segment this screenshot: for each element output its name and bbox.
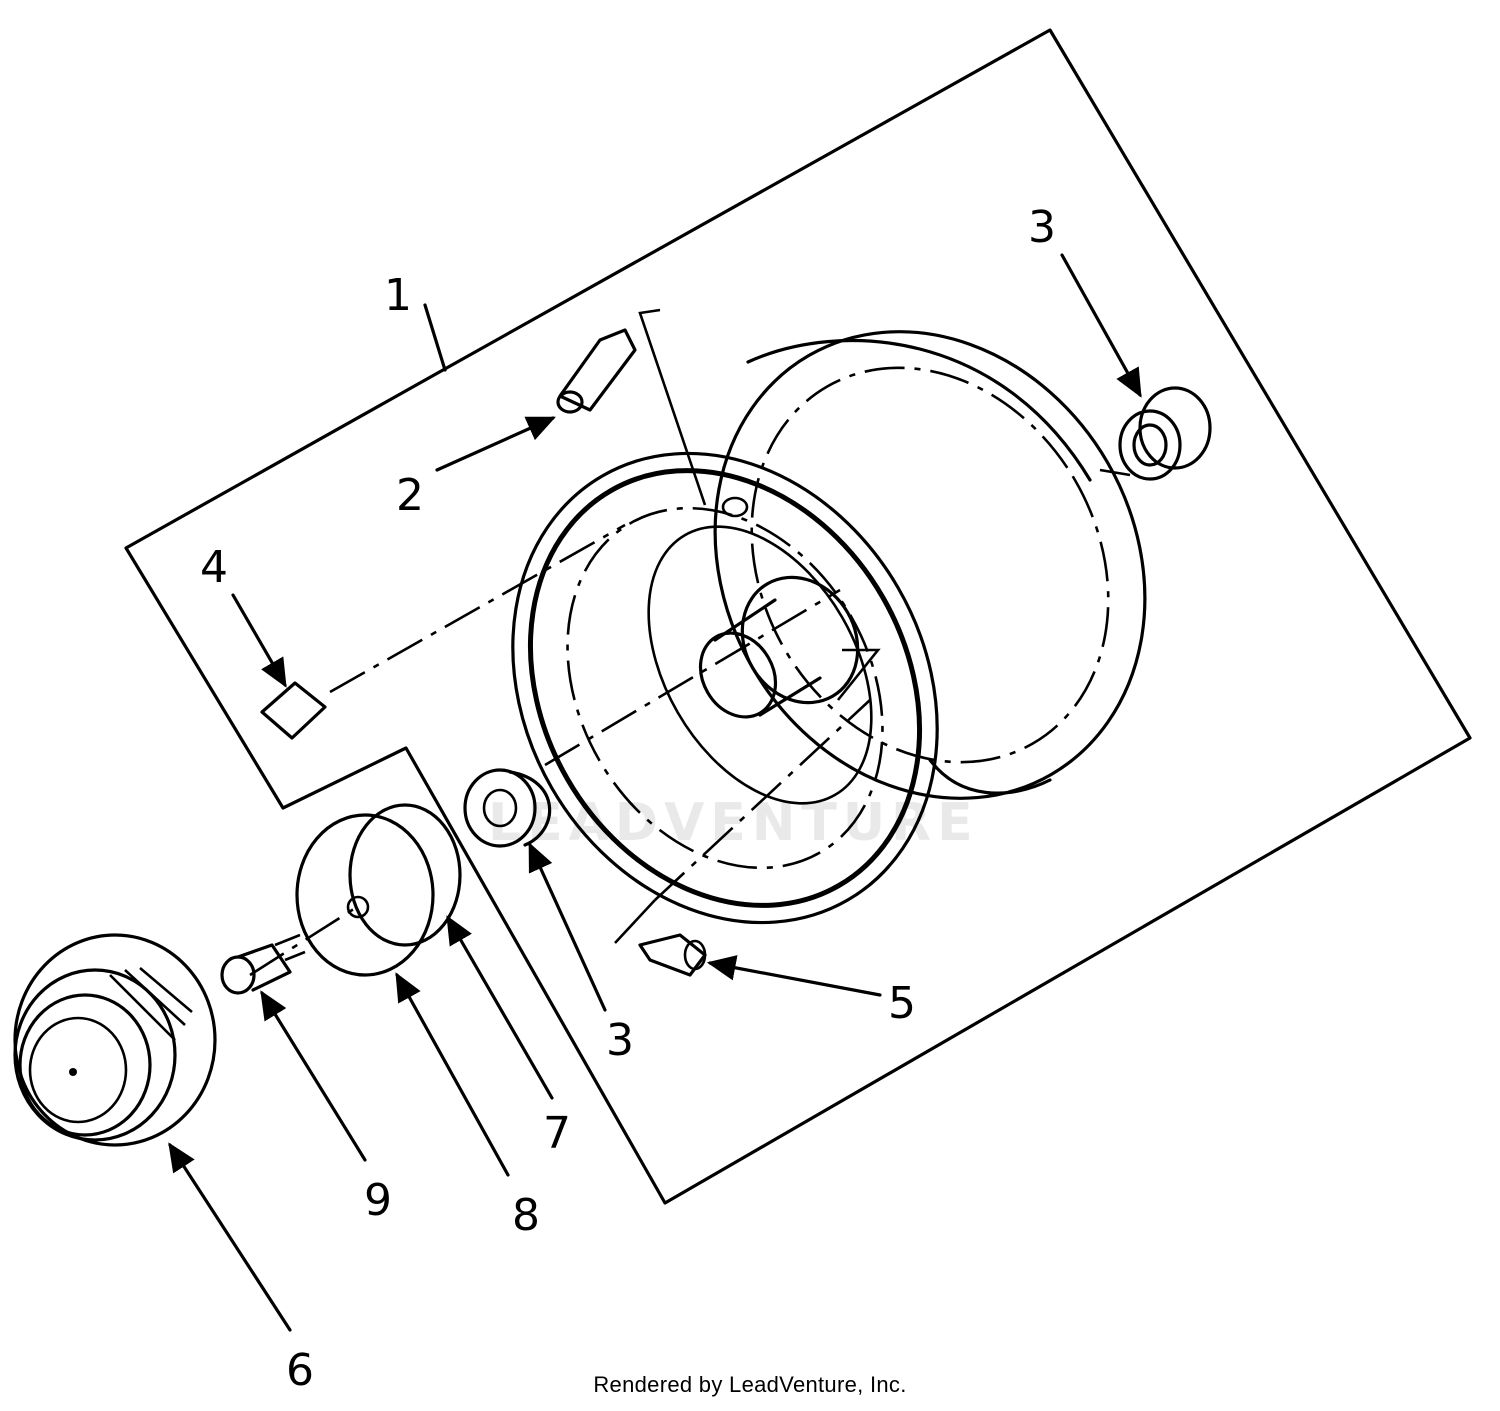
assembly-axes [249, 308, 871, 977]
assembly-outline [124, 28, 1472, 1205]
washer-cap [295, 803, 462, 977]
callout-4: 4 [200, 542, 228, 593]
callout-3-top: 3 [1028, 202, 1056, 253]
wheel-rim [511, 330, 1147, 925]
bearing-lower [463, 768, 552, 848]
callout-1: 1 [384, 270, 412, 321]
callout-3-lower: 3 [606, 1015, 634, 1066]
valve-stem [556, 328, 637, 414]
callout-2: 2 [396, 470, 424, 521]
hub-cap [13, 933, 217, 1147]
leader-lines [168, 253, 1142, 1332]
part-4-tag [260, 681, 327, 740]
callout-9: 9 [364, 1175, 392, 1226]
bolt [220, 933, 306, 995]
rendered-by-credit: Rendered by LeadVenture, Inc. [593, 1372, 907, 1397]
wheel-hub [698, 496, 881, 719]
callout-6: 6 [286, 1345, 314, 1396]
bearing-top [1099, 386, 1212, 481]
callout-8: 8 [512, 1190, 540, 1241]
watermark: LEADVENTURE [488, 793, 979, 853]
callout-7: 7 [543, 1108, 571, 1159]
callout-5: 5 [888, 978, 916, 1029]
grease-fitting [638, 933, 707, 977]
